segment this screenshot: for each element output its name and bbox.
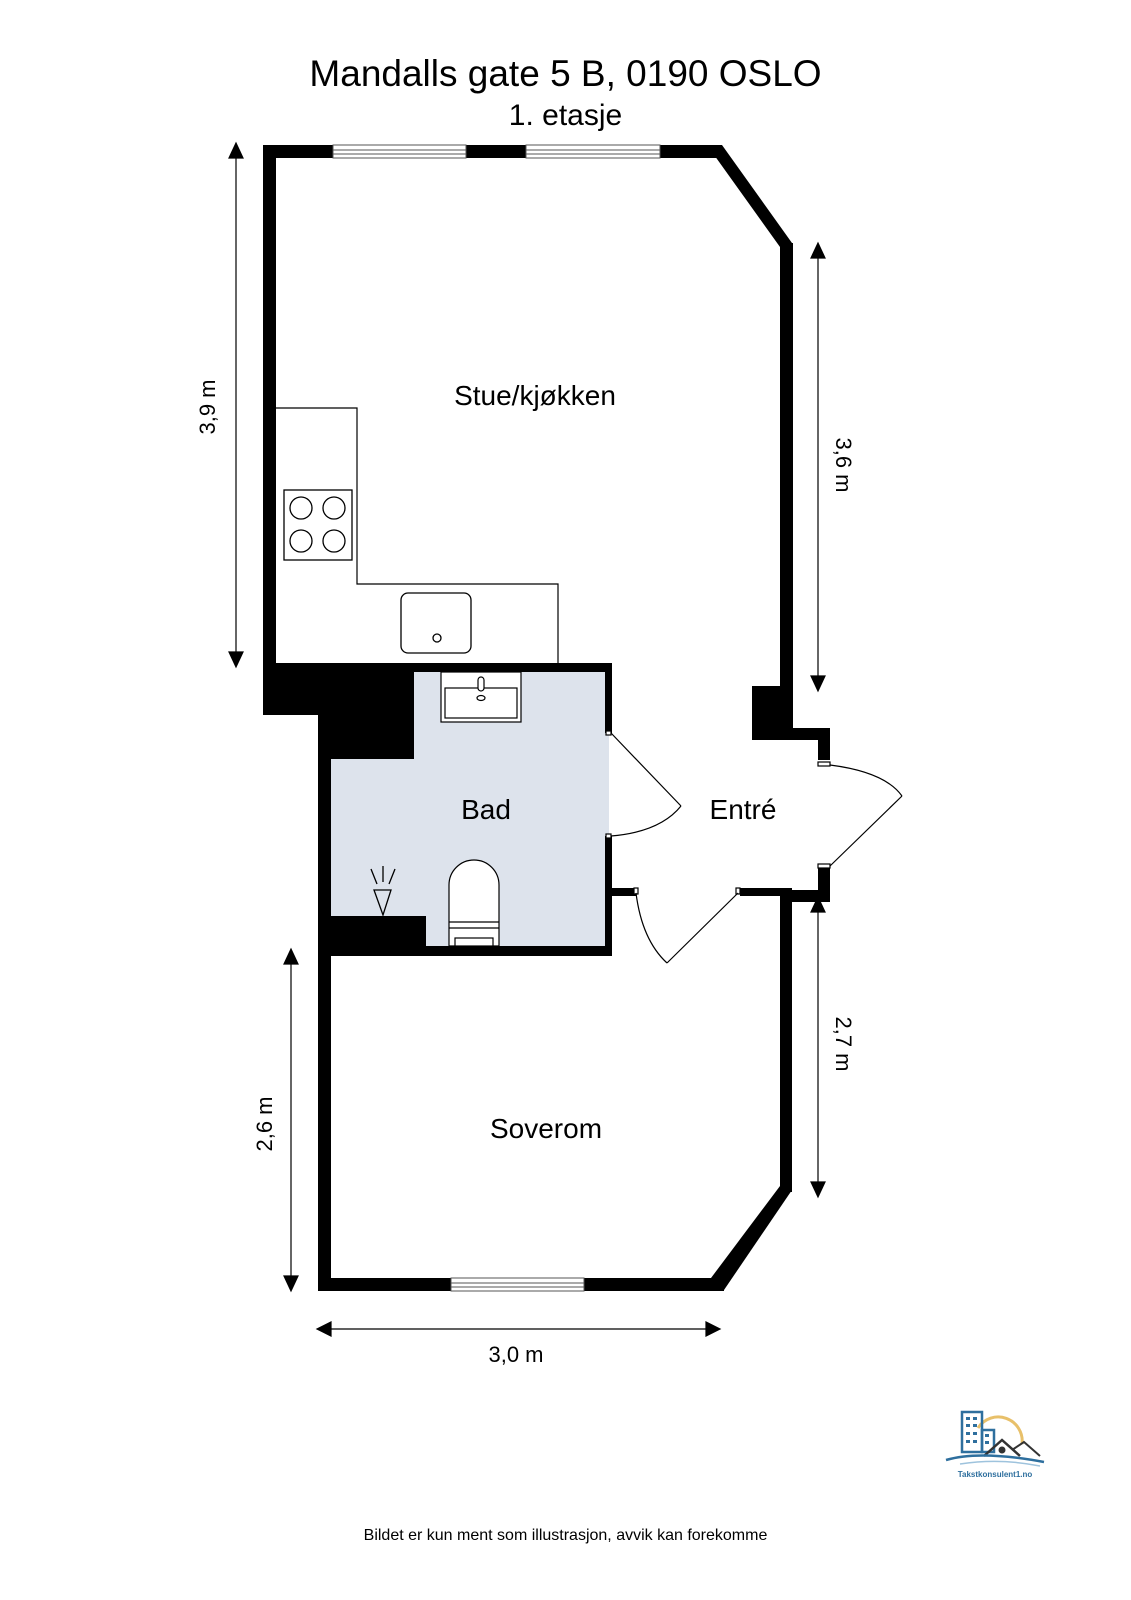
- room-label-bad: Bad: [461, 794, 511, 825]
- address-title: Mandalls gate 5 B, 0190 OSLO: [309, 53, 822, 94]
- dimension-soverom-left: 2,6 m: [252, 1096, 277, 1152]
- dimension-stue-left: 3,9 m: [195, 379, 220, 435]
- company-logo: Takstkonsulent1.no: [940, 1408, 1050, 1484]
- dimension-lines: [228, 141, 826, 1337]
- building-house-logo-icon: [945, 1410, 1045, 1467]
- toilet-icon: [448, 859, 500, 947]
- disclaimer: Bildet er kun ment som illustrasjon, avv…: [363, 1527, 768, 1544]
- kitchen-counter: [276, 407, 559, 663]
- door-soverom[interactable]: [633, 887, 741, 964]
- dimension-soverom-right: 2,7 m: [831, 1016, 856, 1072]
- stove-icon: [283, 489, 353, 561]
- bathroom-floor: [331, 672, 609, 946]
- walls: [263, 145, 830, 1291]
- dimension-soverom-width: 3,0 m: [488, 1342, 544, 1367]
- door-entry[interactable]: [817, 761, 903, 869]
- room-label-entre: Entré: [709, 794, 777, 825]
- door-bad[interactable]: [605, 730, 682, 839]
- dimension-stue-right: 3,6 m: [831, 437, 856, 493]
- room-label-stue-kjokken: Stue/kjøkken: [454, 380, 616, 411]
- window-stue-left: [332, 144, 467, 159]
- logo-text: Takstkonsulent1.no: [957, 1470, 1033, 1479]
- bathroom-sink-icon: [440, 671, 522, 723]
- floor-label: 1. etasje: [508, 99, 623, 132]
- kitchen-sink-icon: [400, 592, 472, 654]
- window-soverom: [450, 1277, 585, 1292]
- shower-icon: [370, 866, 396, 918]
- window-stue-right: [525, 144, 661, 159]
- room-label-soverom: Soverom: [489, 1113, 603, 1144]
